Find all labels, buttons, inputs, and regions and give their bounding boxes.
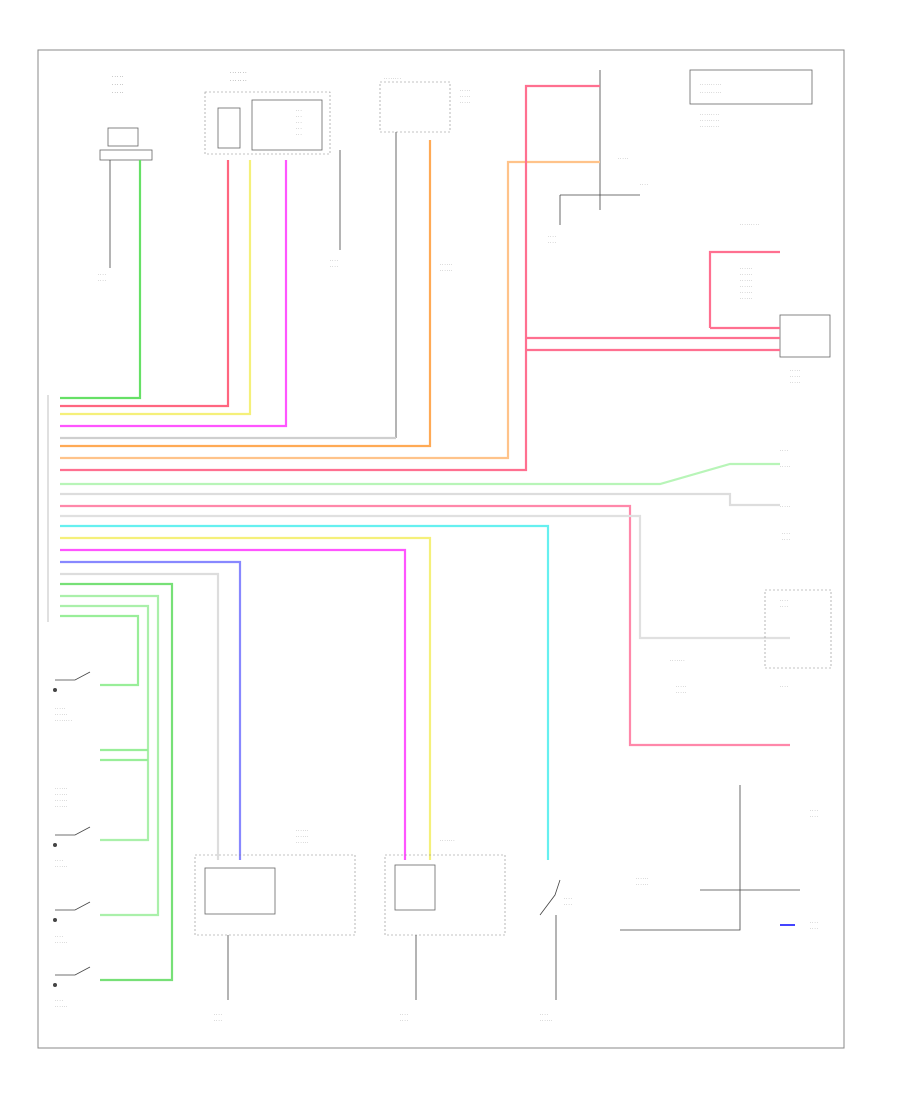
svg-text:· · · · · · ·: · · · · · · · [670, 659, 684, 663]
svg-text:· · · ·: · · · · [55, 999, 63, 1003]
svg-text:· · · · · ·: · · · · · · [740, 279, 752, 283]
svg-text:· · · ·: · · · · [564, 903, 572, 907]
svg-text:· · · · ·: · · · · · [790, 381, 800, 385]
svg-text:· · · ·: · · · · [810, 927, 818, 931]
svg-text:· · · ·: · · · · [55, 859, 63, 863]
svg-text:· · ·: · · · [296, 133, 302, 137]
svg-text:· · ·: · · · [296, 121, 302, 125]
svg-text:· · · ·: · · · · [540, 1013, 548, 1017]
svg-text:· · · ·: · · · · [548, 235, 556, 239]
svg-text:· · · · · ·: · · · · · · [55, 805, 67, 809]
svg-text:· · · ·: · · · · [780, 605, 788, 609]
svg-text:· · · · · ·: · · · · · · [55, 941, 67, 945]
driver-door-switch: · · · · · · · · · · · · · · · · · · · · … [194, 829, 356, 1023]
svg-text:· · · · · · · · ·: · · · · · · · · · [700, 125, 719, 129]
svg-text:· · · ·: · · · · [640, 183, 648, 187]
svg-text:· · · · · ·: · · · · · · [636, 877, 648, 881]
svg-text:· · · ·: · · · · [810, 815, 818, 819]
svg-text:· · · · · ·: · · · · · · [540, 1019, 552, 1023]
svg-text:· · · · ·: · · · · · [676, 691, 686, 695]
svg-text:· · · · ·: · · · · · [460, 101, 470, 105]
svg-text:· · · · · ·: · · · · · · [296, 841, 308, 845]
svg-text:· · · · · ·: · · · · · · [636, 883, 648, 887]
svg-text:· · · · ·: · · · · · [780, 505, 790, 509]
svg-text:· · · · ·: · · · · · [460, 95, 470, 99]
svg-text:· · · · · ·: · · · · · · [55, 799, 67, 803]
svg-text:· · · · · ·: · · · · · · [55, 865, 67, 869]
svg-text:· · · ·: · · · · [548, 241, 556, 245]
svg-text:· · · · · ·: · · · · · · [296, 835, 308, 839]
svg-text:· · · · · ·: · · · · · · [296, 829, 308, 833]
relay-block: · · · · · · · · · · · · · · · · · · · · … [204, 70, 341, 269]
svg-text:· · · ·: · · · · [564, 897, 572, 901]
svg-text:· · · ·: · · · · [780, 599, 788, 603]
svg-text:· · · · ·: · · · · · [790, 369, 800, 373]
svg-text:· · · · ·: · · · · · [112, 74, 123, 79]
svg-text:· · · · · ·: · · · · · · [55, 787, 67, 791]
svg-text:· · · ·: · · · · [214, 1013, 222, 1017]
svg-text:· · · ·: · · · · [780, 685, 788, 689]
svg-text:· · · · · · · · · ·: · · · · · · · · · · [700, 91, 721, 95]
svg-text:· · · · ·: · · · · · [55, 707, 65, 711]
top-right-module: · · · · · · · · · · · · · · · · · · · · … [548, 69, 813, 245]
svg-text:· · · · · ·: · · · · · · [740, 297, 752, 301]
svg-text:· · · · ·: · · · · · [460, 89, 470, 93]
svg-text:· · · · · ·: · · · · · · [55, 713, 67, 717]
svg-text:· · · · ·: · · · · · [112, 90, 123, 95]
svg-text:· · · ·: · · · · [98, 273, 106, 277]
svg-text:· · · ·: · · · · [214, 1019, 222, 1023]
svg-text:· · ·: · · · [296, 127, 302, 131]
svg-text:· · · · · · · · · ·: · · · · · · · · · · [700, 83, 721, 87]
svg-text:· · · · ·: · · · · · [676, 685, 686, 689]
svg-text:· · · ·: · · · · [400, 1019, 408, 1023]
svg-text:· · · ·: · · · · [780, 449, 788, 453]
left-door-switches: · · · · · · · · · · · · · · · · · · · · … [53, 671, 91, 1009]
svg-text:· · · · · · · ·: · · · · · · · · [384, 77, 401, 81]
svg-text:· · · ·: · · · · [782, 538, 790, 542]
svg-text:· · · ·: · · · · [810, 809, 818, 813]
svg-text:· · · ·: · · · · [330, 265, 338, 269]
svg-text:· · · ·: · · · · [98, 279, 106, 283]
svg-text:· · · · · ·: · · · · · · [440, 269, 452, 273]
svg-text:· · · · ·: · · · · · [112, 82, 123, 87]
svg-text:· · · · · · ·: · · · · · · · [230, 78, 247, 83]
svg-text:· · · · · · · · ·: · · · · · · · · · [740, 223, 759, 227]
diagram-border [37, 49, 845, 1049]
svg-text:· · · · ·: · · · · · [780, 465, 790, 469]
trunk-switch: · · · · · · · · · · · · · · · · · · [539, 879, 572, 1023]
power-feed-block: · · · · · · · · · · · · · · · · · · · · … [379, 77, 470, 438]
svg-text:· · · ·: · · · · [330, 259, 338, 263]
top-left-switch-block: · · · · · · · · · · · · · · · · · · · · … [98, 74, 153, 283]
svg-text:· · · · · ·: · · · · · · [740, 291, 752, 295]
svg-text:· · · · · ·: · · · · · · [740, 267, 752, 271]
svg-text:· · · · · · · ·: · · · · · · · · [55, 719, 72, 723]
svg-text:· · · · · ·: · · · · · · [740, 273, 752, 277]
wire-harness [60, 84, 790, 982]
svg-text:· · · ·: · · · · [810, 921, 818, 925]
svg-text:· · · · · ·: · · · · · · [55, 1005, 67, 1009]
right-side-components: · · · · · · · · · · · · · · · · · · · · … [620, 449, 832, 931]
svg-text:· · · ·: · · · · [782, 532, 790, 536]
svg-text:· · · · · · ·: · · · · · · · [230, 70, 247, 75]
svg-text:· · · · · ·: · · · · · · [55, 793, 67, 797]
svg-text:· · · · · ·: · · · · · · [740, 285, 752, 289]
svg-text:· · · · ·: · · · · · [618, 157, 628, 161]
passenger-door-switch: · · · · · · · · · · · · · · · [384, 839, 506, 1023]
svg-text:· · · ·: · · · · [55, 935, 63, 939]
svg-text:· · · · · · ·: · · · · · · · [440, 839, 454, 843]
svg-text:· · · · ·: · · · · · [790, 375, 800, 379]
svg-text:· · · · · ·: · · · · · · [440, 263, 452, 267]
svg-text:· · ·: · · · [296, 109, 302, 113]
svg-text:· · · ·: · · · · [400, 1013, 408, 1017]
engine-control-module: · · · · · · · · · · · · · · · · · · · · … [740, 223, 831, 385]
svg-text:· · ·: · · · [296, 115, 302, 119]
svg-text:· · · · · · · · ·: · · · · · · · · · [700, 119, 719, 123]
svg-text:· · · · · · · · ·: · · · · · · · · · [700, 113, 719, 117]
